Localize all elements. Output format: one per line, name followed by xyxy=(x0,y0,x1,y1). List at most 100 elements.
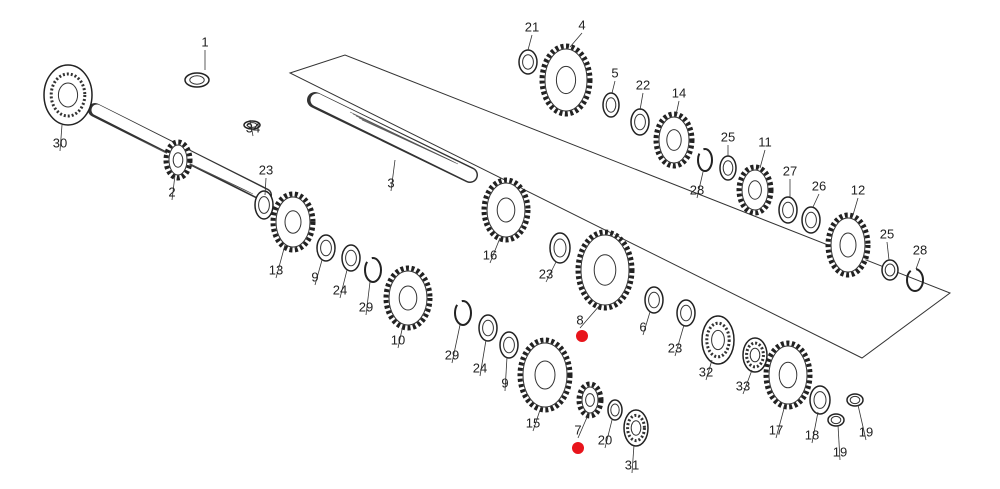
washer-hole xyxy=(782,201,794,219)
washer-hole xyxy=(634,113,646,131)
part-label-4[interactable]: 4 xyxy=(578,17,586,33)
gear-bore xyxy=(172,152,184,168)
washer-hole xyxy=(482,319,494,337)
leader-line xyxy=(759,149,766,169)
part-label-5[interactable]: 5 xyxy=(611,65,619,81)
highlight-dot-part-7[interactable] xyxy=(572,442,584,454)
washer-hole xyxy=(345,249,357,267)
leader-line xyxy=(569,32,583,48)
leader-line xyxy=(674,324,685,357)
leader-line xyxy=(577,414,589,439)
bearing-inner xyxy=(749,347,761,363)
gear-bore xyxy=(555,65,577,95)
part-label-24[interactable]: 24 xyxy=(332,282,348,298)
part-label-20[interactable]: 20 xyxy=(597,432,613,448)
leader-line xyxy=(675,100,680,116)
part-label-23[interactable]: 23 xyxy=(258,162,274,178)
part-label-30[interactable]: 30 xyxy=(52,135,68,151)
part-label-10[interactable]: 10 xyxy=(390,332,406,348)
part-label-14[interactable]: 14 xyxy=(671,85,687,101)
leader-line xyxy=(696,171,704,199)
part-label-9[interactable]: 9 xyxy=(311,269,319,285)
part-label-2[interactable]: 2 xyxy=(168,184,176,200)
part-label-18[interactable]: 18 xyxy=(804,427,820,443)
gear-bore xyxy=(496,197,516,223)
part-label-21[interactable]: 21 xyxy=(524,19,540,35)
part-label-28[interactable]: 28 xyxy=(689,182,705,198)
part-label-6[interactable]: 6 xyxy=(639,319,647,335)
gear-bore xyxy=(398,285,418,311)
leader-line xyxy=(852,197,859,216)
washer-hole xyxy=(680,304,692,322)
part-label-27[interactable]: 27 xyxy=(782,163,798,179)
part-label-16[interactable]: 16 xyxy=(482,247,498,263)
leader-line xyxy=(639,92,644,111)
gear-bore xyxy=(585,393,595,407)
part-label-12[interactable]: 12 xyxy=(850,182,866,198)
part-label-9[interactable]: 9 xyxy=(501,375,509,391)
washer-hole xyxy=(189,75,205,85)
part-label-3[interactable]: 3 xyxy=(387,175,395,191)
leader-line xyxy=(451,324,461,364)
part-label-28[interactable]: 28 xyxy=(912,242,928,258)
leader-line xyxy=(397,324,404,349)
bearing-inner xyxy=(711,329,725,351)
bearing-balls xyxy=(745,341,765,369)
leader-line xyxy=(811,411,819,444)
part-label-19[interactable]: 19 xyxy=(832,444,848,460)
washer-hole xyxy=(849,395,861,405)
bearing-balls xyxy=(49,72,87,118)
part-label-29[interactable]: 29 xyxy=(444,347,460,363)
spline-line xyxy=(361,119,459,165)
leader-line xyxy=(527,34,533,51)
leader-line xyxy=(275,244,286,279)
leader-line xyxy=(504,356,508,392)
part-label-19[interactable]: 19 xyxy=(858,424,874,440)
part-label-34[interactable]: 34 xyxy=(245,120,261,136)
leader-line xyxy=(742,369,753,395)
part-label-23[interactable]: 23 xyxy=(538,266,554,282)
part-label-13[interactable]: 13 xyxy=(268,262,284,278)
leader-line xyxy=(886,241,890,261)
leader-line xyxy=(365,281,371,316)
leader-line xyxy=(604,419,613,449)
leader-line xyxy=(171,174,176,201)
washer-hole xyxy=(610,403,620,417)
part-label-7[interactable]: 7 xyxy=(574,422,582,438)
part-label-1[interactable]: 1 xyxy=(201,34,209,50)
washer-hole xyxy=(503,336,515,354)
leader-line xyxy=(264,177,267,196)
leader-line xyxy=(631,444,635,474)
part-label-31[interactable]: 31 xyxy=(624,457,640,473)
washer-hole xyxy=(813,391,827,409)
part-label-25[interactable]: 25 xyxy=(879,226,895,242)
part-label-22[interactable]: 22 xyxy=(635,77,651,93)
washer-hole xyxy=(830,415,842,425)
highlight-dot-part-8[interactable] xyxy=(576,330,588,342)
washer-hole xyxy=(884,263,896,277)
part-label-23[interactable]: 23 xyxy=(667,340,683,356)
part-label-17[interactable]: 17 xyxy=(768,422,784,438)
leader-line xyxy=(611,80,616,94)
part-label-25[interactable]: 25 xyxy=(720,129,736,145)
washer-hole xyxy=(553,238,567,258)
part-label-15[interactable]: 15 xyxy=(525,415,541,431)
gear-bore xyxy=(534,360,556,390)
part-label-8[interactable]: 8 xyxy=(576,312,584,328)
gear-bore xyxy=(778,361,798,389)
washer-hole xyxy=(246,122,258,128)
washer-hole xyxy=(522,54,534,70)
leader-line xyxy=(532,409,541,432)
circlip xyxy=(906,268,924,292)
part-label-11[interactable]: 11 xyxy=(758,134,772,150)
countershaft-group-outline xyxy=(288,54,952,359)
leader-line xyxy=(59,124,63,152)
part-label-26[interactable]: 26 xyxy=(811,178,827,194)
leader-line xyxy=(314,259,323,286)
part-label-32[interactable]: 32 xyxy=(698,364,714,380)
part-label-24[interactable]: 24 xyxy=(472,360,488,376)
part-label-29[interactable]: 29 xyxy=(358,299,374,315)
leader-line xyxy=(545,261,557,283)
leader-line xyxy=(837,424,841,461)
part-label-33[interactable]: 33 xyxy=(735,378,751,394)
